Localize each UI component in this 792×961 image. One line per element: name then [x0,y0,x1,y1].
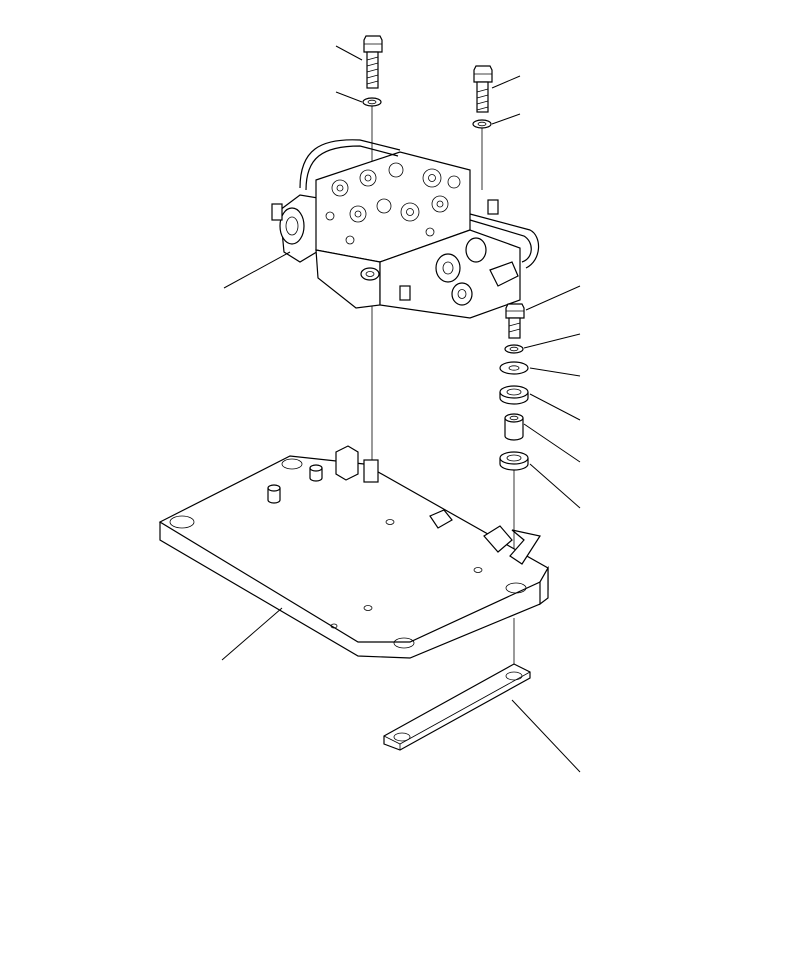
bolt-upper-left [363,35,383,89]
mounting-bracket [158,445,549,659]
collar [504,413,524,441]
bracket-studs [267,464,323,504]
control-valve [271,139,540,319]
cushion-upper [499,385,529,405]
bolt-right [505,303,525,339]
washer-upper-right [472,119,492,129]
lock-washer-right [504,344,524,354]
cushion-lower [499,451,529,471]
flat-washer-right [499,361,529,375]
leader-lines [221,45,581,773]
washer-upper-left [362,97,382,107]
bolt-upper-right [473,65,493,113]
strap-plate [383,663,531,751]
